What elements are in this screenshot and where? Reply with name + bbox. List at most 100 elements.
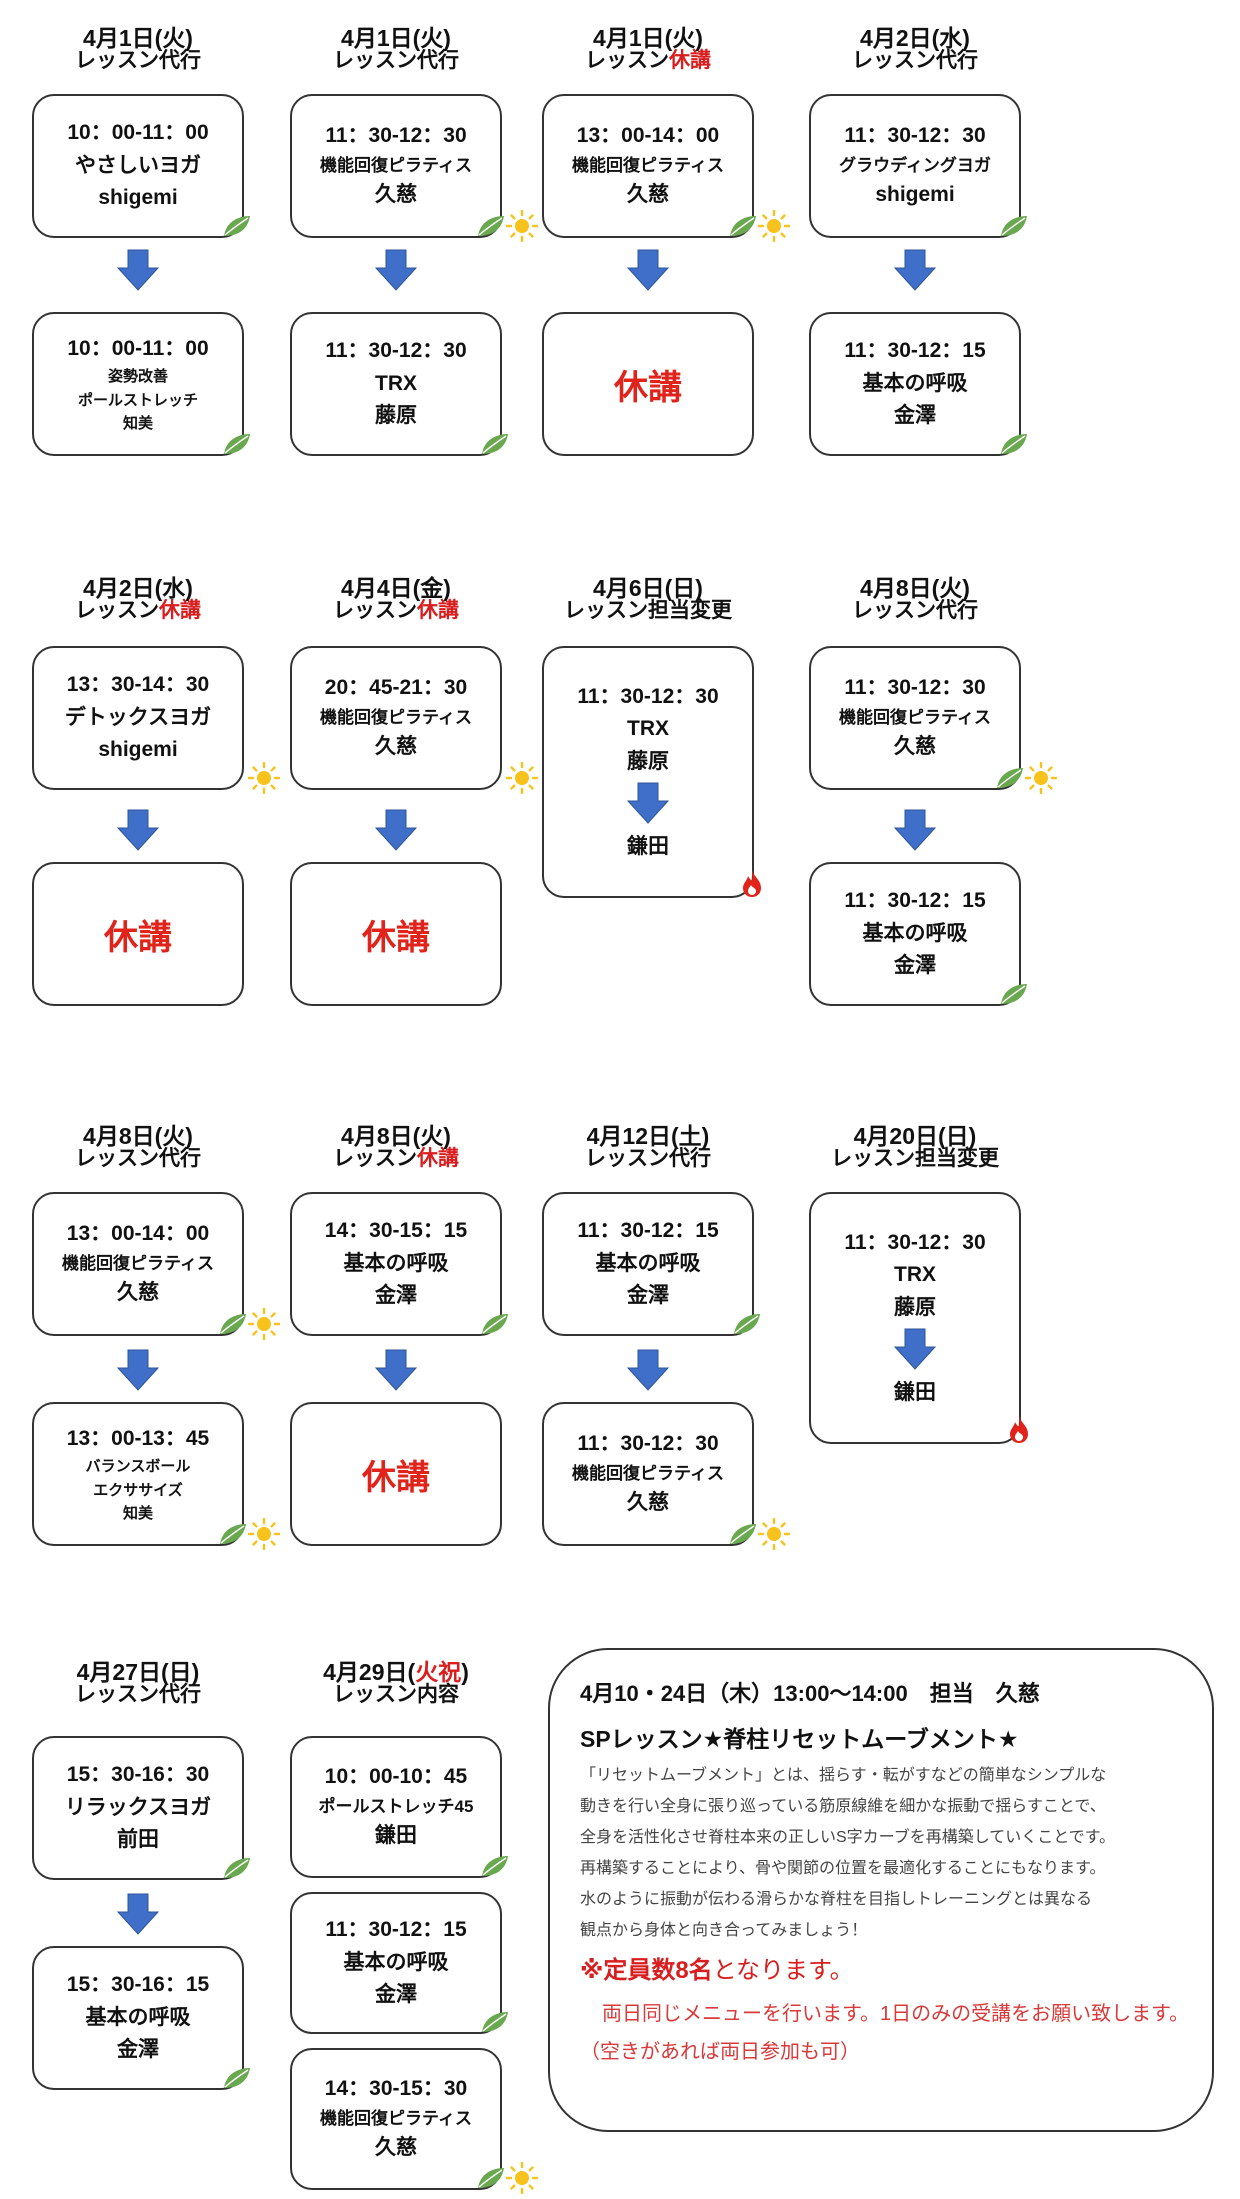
- lesson-header: 4月2日(水)レッスン休講: [33, 576, 243, 622]
- type-main: 代行: [936, 599, 978, 622]
- capacity-notice: ※定員数8名となります。: [580, 1950, 1192, 1985]
- type-prefix: レッスン: [333, 1147, 417, 1170]
- header-type: レッスン担当変更: [543, 600, 753, 622]
- leaf-icon: [476, 214, 506, 243]
- type-prefix: レッスン: [75, 599, 159, 622]
- special-lesson-description: 「リセットムーブメント」とは、揺らす・転がすなどの簡単なシンプルな 動きを行い全…: [580, 1760, 1192, 1946]
- leaf-icon: [728, 214, 758, 243]
- type-main: 代行: [159, 1147, 201, 1170]
- sun-icon: [247, 761, 281, 799]
- type-main: 休講: [669, 49, 711, 72]
- leaf-icon: [218, 1522, 248, 1551]
- header-type: レッスン休講: [33, 600, 243, 622]
- down-arrow-icon: [374, 808, 418, 852]
- instructor-name: 久慈: [375, 183, 417, 207]
- leaf-icon: [480, 1312, 510, 1341]
- header-date: 4月1日(火): [341, 25, 451, 51]
- lesson-time: 11：30-12：15: [844, 339, 986, 363]
- type-prefix: レッスン: [333, 1683, 417, 1706]
- instructor-name: 久慈: [627, 1491, 669, 1515]
- lesson-name: バランスボール: [85, 1458, 191, 1476]
- new-instructor-name: 鎌田: [627, 834, 669, 858]
- instructor-name: 鎌田: [375, 1824, 417, 1848]
- instructor-name: 知美: [122, 414, 153, 432]
- lesson-box: 休講: [542, 312, 754, 456]
- lesson-header: 4月6日(日)レッスン担当変更: [543, 576, 753, 622]
- lesson-time: 10：00-11：00: [67, 336, 209, 360]
- lesson-time: 13：00-14：00: [66, 1222, 210, 1246]
- lesson-header: 4月1日(火)レッスン代行: [33, 26, 243, 72]
- leaf-icon: [999, 982, 1029, 1011]
- type-main: 代行: [417, 49, 459, 72]
- header-date: 4月12日(土): [586, 1123, 710, 1149]
- leaf-icon: [728, 1522, 758, 1551]
- lesson-name: やさしいヨガ: [75, 153, 201, 177]
- leaf-icon: [480, 432, 510, 461]
- type-main: 代行: [159, 1683, 201, 1706]
- instructor-name: 久慈: [627, 183, 669, 207]
- lesson-time: 11：30-12：30: [325, 339, 467, 363]
- instructor-name: shigemi: [875, 183, 955, 207]
- type-main: 休講: [159, 599, 201, 622]
- cancelled-label: 休講: [614, 368, 682, 407]
- sun-icon: [247, 1517, 281, 1555]
- description-line: 観点から身体と向き合ってみましょう！: [580, 1922, 868, 1939]
- special-lesson-info: 4月10・24日（木）13:00～14:00 担当 久慈 SPレッスン★脊柱リセ…: [548, 1648, 1214, 2132]
- instructor-name: 藤原: [627, 750, 669, 773]
- instructor-name: shigemi: [98, 186, 178, 210]
- lesson-name: デトックスヨガ: [64, 705, 212, 729]
- special-lesson-title: SPレッスン★脊柱リセットムーブメント★: [580, 1726, 1019, 1752]
- down-arrow-icon: [626, 1348, 670, 1392]
- fire-icon: [1007, 1414, 1031, 1449]
- lesson-name: グラウディングヨガ: [839, 155, 991, 175]
- lesson-header: 4月1日(火)レッスン代行: [291, 26, 501, 72]
- lesson-name: 機能回復ピラティス: [839, 707, 991, 727]
- instructor-name: 金澤: [894, 954, 936, 978]
- type-main: 代行: [669, 1147, 711, 1170]
- lesson-time: 13：30-14：30: [66, 673, 210, 697]
- lesson-header: 4月8日(火)レッスン代行: [810, 576, 1020, 622]
- header-date: 4月1日(火): [593, 25, 703, 51]
- date-prefix: 4月29日(: [323, 1659, 416, 1685]
- lesson-header: 4月12日(土)レッスン代行: [543, 1124, 753, 1170]
- down-arrow-icon: [116, 808, 160, 852]
- leaf-icon: [480, 2010, 510, 2039]
- down-arrow-icon: [626, 248, 670, 292]
- lesson-header: 4月1日(火)レッスン休講: [543, 26, 753, 72]
- down-arrow-icon: [374, 248, 418, 292]
- sun-icon: [505, 761, 539, 799]
- instructor-name: shigemi: [98, 738, 178, 762]
- down-arrow-icon: [374, 1348, 418, 1392]
- lesson-header: 4月27日(日)レッスン代行: [33, 1660, 243, 1706]
- attendance-note: 両日同じメニューを行います。1日のみの受講をお願い致します。（空きがあれば両日参…: [580, 2003, 1190, 2063]
- lesson-name: 基本の呼吸: [343, 1251, 449, 1275]
- lesson-name: 機能回復ピラティス: [320, 2108, 472, 2128]
- header-type: レッスン代行: [810, 600, 1020, 622]
- description-line: 水のように振動が伝わる滑らかな脊柱を目指しトレーニングとは異なる: [580, 1891, 1093, 1908]
- instructor-name: 久慈: [894, 735, 936, 759]
- type-main: 代行: [936, 49, 978, 72]
- lesson-name: 機能回復ピラティス: [320, 707, 472, 727]
- capacity-number: ※定員数8名: [580, 1957, 713, 1984]
- leaf-icon: [732, 1312, 762, 1341]
- type-prefix: レッスン: [852, 599, 936, 622]
- leaf-icon: [222, 2066, 252, 2095]
- instructor-name: 金澤: [894, 404, 936, 428]
- holiday-label: 火祝: [415, 1659, 462, 1685]
- instructor-name: 久慈: [117, 1281, 159, 1305]
- instructor-name: 久慈: [375, 2136, 417, 2160]
- type-main: 担当変更: [648, 599, 732, 622]
- down-arrow-icon: [893, 808, 937, 852]
- header-type: レッスン代行: [33, 1684, 243, 1706]
- leaf-icon: [995, 766, 1025, 795]
- lesson-time: 13：00-14：00: [576, 124, 720, 148]
- lesson-time: 11：30-12：15: [325, 1918, 467, 1942]
